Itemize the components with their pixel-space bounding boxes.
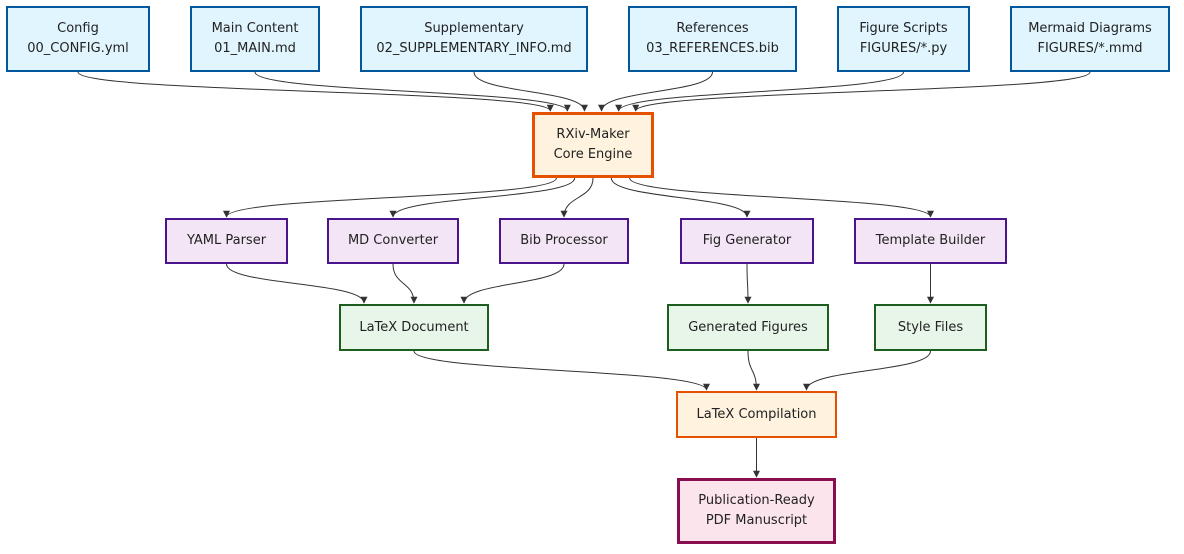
generated-figures-node: Generated Figures bbox=[667, 304, 829, 351]
config-node: Config 00_CONFIG.yml bbox=[6, 6, 150, 72]
edge-core-to-fig bbox=[610, 177, 751, 218]
fig-generator-label: Fig Generator bbox=[702, 233, 792, 248]
edge-mermaid-to-core bbox=[632, 71, 1091, 112]
core-engine-subtitle: Core Engine bbox=[553, 147, 633, 162]
md-converter-label: MD Converter bbox=[347, 233, 439, 248]
edge-latexdoc-to-compile bbox=[413, 350, 710, 391]
core-engine-node: RXiv-Maker Core Engine bbox=[532, 112, 654, 178]
supplementary-node: Supplementary 02_SUPPLEMENTARY_INFO.md bbox=[360, 6, 588, 72]
references-file: 03_REFERENCES.bib bbox=[646, 41, 779, 56]
edge-core-to-template bbox=[629, 177, 934, 218]
edge-supp-to-core bbox=[473, 71, 588, 112]
edge-fig-to-genfigs bbox=[744, 263, 752, 304]
template-builder-node: Template Builder bbox=[854, 218, 1007, 264]
pdf-manuscript-subtitle: PDF Manuscript bbox=[705, 513, 808, 528]
supplementary-file: 02_SUPPLEMENTARY_INFO.md bbox=[376, 41, 572, 56]
edge-figscripts-to-core bbox=[615, 71, 904, 112]
edge-main-to-core bbox=[254, 71, 571, 112]
latex-compilation-node: LaTeX Compilation bbox=[676, 391, 837, 438]
bib-processor-label: Bib Processor bbox=[520, 233, 608, 248]
edge-style-to-compile bbox=[803, 350, 931, 391]
figure-scripts-file: FIGURES/*.py bbox=[859, 41, 948, 56]
pdf-manuscript-node: Publication-Ready PDF Manuscript bbox=[677, 478, 836, 544]
mermaid-diagrams-file: FIGURES/*.mmd bbox=[1037, 41, 1143, 56]
mermaid-diagrams-title: Mermaid Diagrams bbox=[1028, 21, 1152, 36]
core-engine-title: RXiv-Maker bbox=[556, 127, 630, 142]
yaml-parser-label: YAML Parser bbox=[186, 233, 267, 248]
template-builder-label: Template Builder bbox=[875, 233, 986, 248]
style-files-label: Style Files bbox=[897, 319, 964, 335]
config-title: Config bbox=[57, 21, 99, 36]
config-file: 00_CONFIG.yml bbox=[27, 41, 129, 56]
latex-compilation-label: LaTeX Compilation bbox=[696, 406, 817, 422]
edge-bib-to-latexdoc bbox=[460, 263, 565, 304]
generated-figures-label: Generated Figures bbox=[688, 319, 808, 335]
figure-scripts-title: Figure Scripts bbox=[859, 21, 948, 36]
supplementary-title: Supplementary bbox=[424, 21, 524, 36]
pdf-manuscript-title: Publication-Ready bbox=[698, 493, 815, 508]
fig-generator-node: Fig Generator bbox=[680, 218, 814, 264]
edge-core-to-yaml bbox=[223, 177, 557, 218]
latex-document-node: LaTeX Document bbox=[339, 304, 489, 351]
md-converter-node: MD Converter bbox=[327, 218, 459, 264]
edge-yaml-to-latexdoc bbox=[226, 263, 368, 304]
edge-config-to-core bbox=[77, 71, 554, 112]
main-content-node: Main Content 01_MAIN.md bbox=[190, 6, 320, 72]
yaml-parser-node: YAML Parser bbox=[165, 218, 288, 264]
edge-core-to-md bbox=[389, 177, 576, 218]
main-content-title: Main Content bbox=[211, 21, 299, 36]
main-content-file: 01_MAIN.md bbox=[214, 41, 296, 56]
edge-core-to-bib bbox=[560, 177, 594, 218]
figure-scripts-node: Figure Scripts FIGURES/*.py bbox=[837, 6, 970, 72]
style-files-node: Style Files bbox=[874, 304, 987, 351]
edge-md-to-latexdoc bbox=[392, 263, 418, 304]
latex-document-label: LaTeX Document bbox=[359, 319, 469, 335]
edge-refs-to-core bbox=[598, 71, 713, 112]
references-title: References bbox=[676, 21, 749, 36]
edge-genfigs-to-compile bbox=[747, 350, 760, 391]
bib-processor-node: Bib Processor bbox=[499, 218, 629, 264]
mermaid-diagrams-node: Mermaid Diagrams FIGURES/*.mmd bbox=[1010, 6, 1170, 72]
references-node: References 03_REFERENCES.bib bbox=[628, 6, 797, 72]
